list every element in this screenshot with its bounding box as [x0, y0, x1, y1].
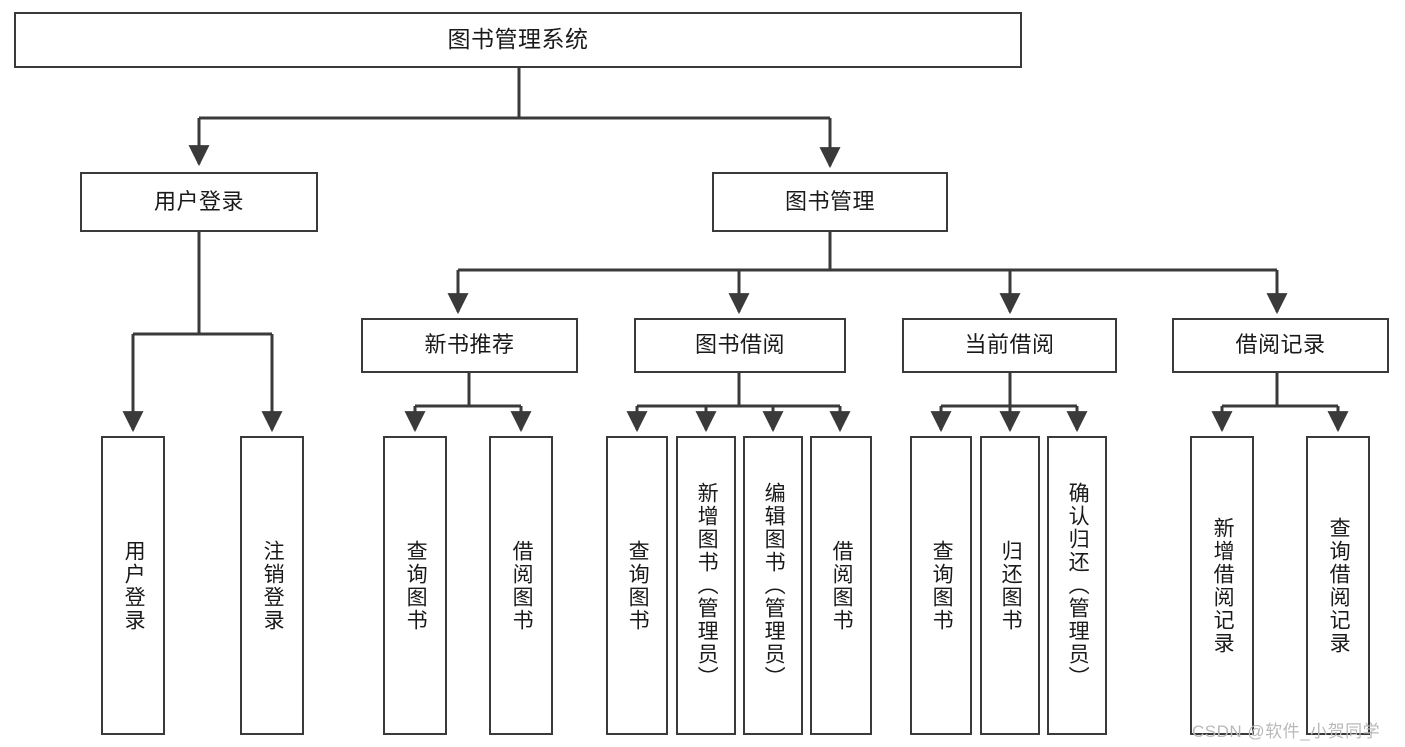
- node-leaf-user-login-label: 用户登录: [122, 539, 146, 632]
- node-user-login[interactable]: 用户登录: [80, 172, 318, 232]
- node-borrow-record-label: 借阅记录: [1235, 332, 1326, 358]
- node-root-system[interactable]: 图书管理系统: [14, 12, 1022, 68]
- node-leaf-query-book-a[interactable]: 查询图书: [383, 436, 447, 735]
- node-leaf-borrow-book-a-label: 借阅图书: [510, 539, 534, 632]
- node-leaf-query-book-c[interactable]: 查询图书: [910, 436, 972, 735]
- csdn-watermark: CSDN @软件_小贺同学: [1192, 722, 1381, 741]
- node-leaf-query-book-b[interactable]: 查询图书: [606, 436, 668, 735]
- node-current-borrow-label: 当前借阅: [964, 332, 1055, 358]
- node-leaf-add-book-admin[interactable]: 新增图书（管理员）: [676, 436, 736, 735]
- node-leaf-edit-book-admin[interactable]: 编辑图书（管理员）: [743, 436, 803, 735]
- node-new-book-recommend-label: 新书推荐: [424, 332, 515, 358]
- node-leaf-query-record-label: 查询借阅记录: [1327, 516, 1351, 655]
- node-leaf-query-book-b-label: 查询图书: [626, 539, 650, 632]
- node-leaf-add-record[interactable]: 新增借阅记录: [1190, 436, 1254, 735]
- node-book-manage[interactable]: 图书管理: [712, 172, 948, 232]
- node-leaf-borrow-book-a[interactable]: 借阅图书: [489, 436, 553, 735]
- node-leaf-add-book-admin-label: 新增图书（管理员）: [695, 482, 719, 689]
- node-leaf-borrow-book-b[interactable]: 借阅图书: [810, 436, 872, 735]
- node-leaf-query-record[interactable]: 查询借阅记录: [1306, 436, 1370, 735]
- node-user-login-label: 用户登录: [153, 188, 244, 214]
- node-leaf-user-login[interactable]: 用户登录: [101, 436, 165, 735]
- node-borrow-record[interactable]: 借阅记录: [1172, 318, 1389, 373]
- node-leaf-logout-label: 注销登录: [261, 539, 285, 632]
- node-leaf-logout[interactable]: 注销登录: [240, 436, 304, 735]
- node-leaf-query-book-c-label: 查询图书: [930, 539, 954, 632]
- node-leaf-confirm-return-admin-label: 确认归还（管理员）: [1066, 482, 1090, 689]
- node-leaf-query-book-a-label: 查询图书: [404, 539, 428, 632]
- node-book-manage-label: 图书管理: [784, 188, 875, 214]
- node-book-borrow[interactable]: 图书借阅: [634, 318, 846, 373]
- node-leaf-borrow-book-b-label: 借阅图书: [830, 539, 854, 632]
- node-leaf-return-book-label: 归还图书: [999, 539, 1023, 632]
- node-leaf-confirm-return-admin[interactable]: 确认归还（管理员）: [1047, 436, 1107, 735]
- node-current-borrow[interactable]: 当前借阅: [902, 318, 1117, 373]
- node-book-borrow-label: 图书借阅: [694, 332, 785, 358]
- node-new-book-recommend[interactable]: 新书推荐: [361, 318, 578, 373]
- node-leaf-return-book[interactable]: 归还图书: [980, 436, 1040, 735]
- node-leaf-edit-book-admin-label: 编辑图书（管理员）: [762, 482, 786, 689]
- node-leaf-add-record-label: 新增借阅记录: [1211, 516, 1235, 655]
- node-root-system-label: 图书管理系统: [447, 26, 589, 53]
